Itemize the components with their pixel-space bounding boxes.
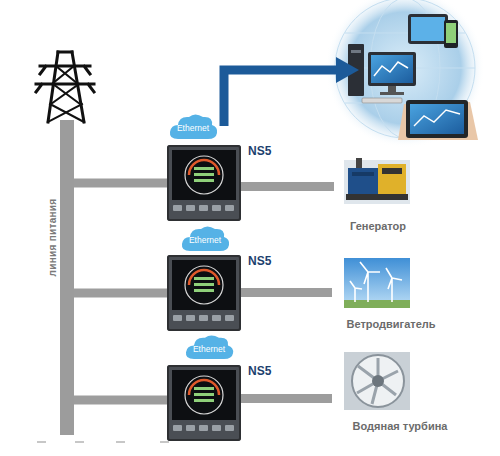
ns5-text: NS5 <box>248 144 271 158</box>
meter-device-picture <box>167 365 241 441</box>
power-connector <box>74 179 167 188</box>
power-connector <box>241 394 332 403</box>
water-turbine-picture <box>344 352 410 410</box>
ns5-text: NS5 <box>248 254 271 268</box>
power-line-band: линия питания <box>60 120 74 435</box>
cloud-text: Ethernet <box>180 235 230 245</box>
meter-device-picture <box>167 145 241 221</box>
img-label: Водяная турбина <box>332 420 468 432</box>
power-connector <box>241 182 334 191</box>
generator-node: Генератор <box>334 152 422 232</box>
img-label: Ветродвигатель <box>332 318 450 330</box>
uplink-arrow <box>224 57 359 126</box>
baseline-dashes <box>37 441 169 443</box>
cloud-text: Ethernet <box>184 344 234 354</box>
meter-device-picture <box>167 255 241 331</box>
wind-turbine-node: Ветродвигатель <box>332 252 450 330</box>
ethernet-cloud: Ethernet <box>184 333 234 360</box>
band-text: линия питания <box>47 188 58 288</box>
img-label: Генератор <box>334 220 422 232</box>
ns5-text: NS5 <box>248 364 271 378</box>
power-connector <box>74 289 167 298</box>
water-turbine-node: Водяная турбина <box>332 350 468 432</box>
meter-device: NS5 <box>167 145 241 221</box>
power-connector <box>241 288 332 297</box>
power-connector <box>74 396 167 405</box>
meter-device: NS5 <box>167 255 241 331</box>
monitoring-computers-picture <box>325 0 485 148</box>
cloud-text: Ethernet <box>168 123 218 133</box>
ethernet-cloud: Ethernet <box>180 224 230 252</box>
ethernet-cloud: Ethernet <box>168 112 218 140</box>
power-tower-icon <box>36 52 94 122</box>
generator-picture <box>344 158 410 204</box>
meter-device: NS5 <box>167 365 241 441</box>
wind-turbine-picture <box>344 258 410 308</box>
